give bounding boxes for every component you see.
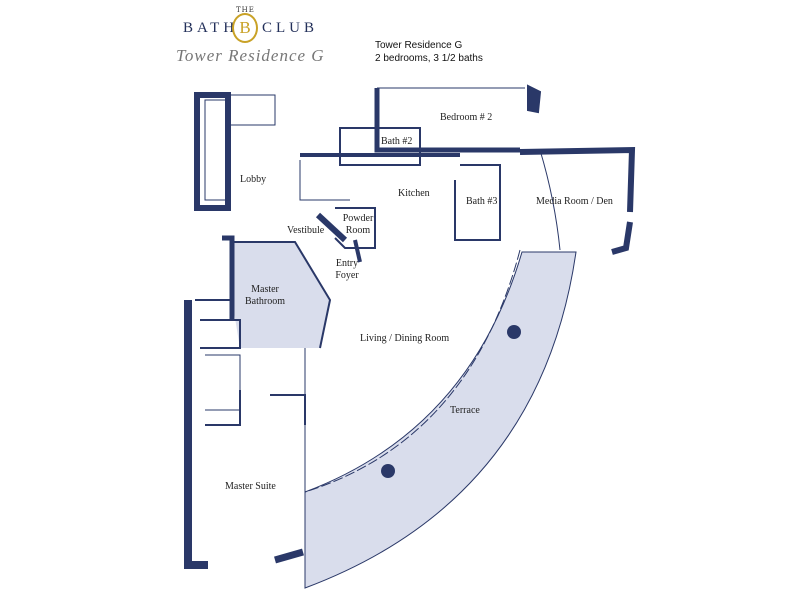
column	[507, 325, 521, 339]
room-bath-3: Bath #3	[466, 196, 498, 207]
logo-club: CLUB	[262, 20, 319, 36]
logo-mark: B	[232, 13, 258, 43]
room-vestibule: Vestibule	[287, 225, 325, 236]
logo-the: THE	[236, 6, 255, 14]
room-media-den: Media Room / Den	[536, 196, 613, 207]
room-terrace: Terrace	[450, 405, 480, 416]
room-bedroom-2: Bedroom # 2	[440, 112, 493, 123]
terrace-area	[304, 251, 577, 589]
info-title: Tower Residence G	[375, 40, 463, 51]
room-entry-foyer: Entry Foyer	[335, 258, 359, 281]
room-living-dining: Living / Dining Room	[360, 333, 450, 344]
info-subtitle: 2 bedrooms, 3 1/2 baths	[375, 53, 483, 64]
column	[381, 464, 395, 478]
room-bath-2: Bath #2	[381, 136, 413, 147]
room-master-bathroom: Master Bathroom	[245, 284, 285, 307]
logo-bath: BATH	[183, 20, 239, 36]
master-bathroom-floor	[232, 242, 330, 348]
room-powder: Powder Room	[342, 213, 374, 236]
logo-subtitle: Tower Residence G	[176, 46, 325, 65]
room-master-suite: Master Suite	[225, 481, 276, 492]
room-lobby: Lobby	[240, 174, 267, 185]
room-kitchen: Kitchen	[398, 188, 430, 199]
